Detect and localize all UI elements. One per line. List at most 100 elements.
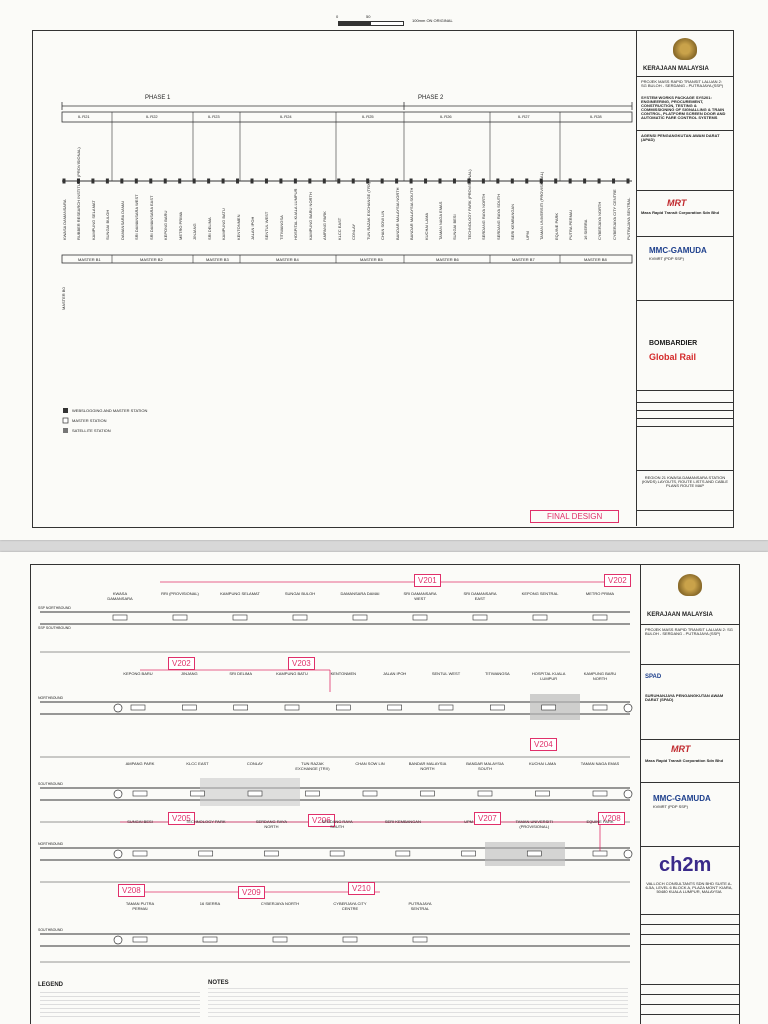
vehicle-region-label: V202 [604,574,631,587]
project-title: PROJEK MASS RAPID TRANSIT LALUAN 2: SG B… [645,627,733,636]
station-marker [583,178,587,184]
station-marker [322,178,326,184]
station-label: SRI DELIMA [206,217,212,240]
platform-marker [532,614,548,621]
station-label: KAMPUNG BARU NORTH [307,192,313,240]
station-marker [539,178,543,184]
pdp-sub: KVMRT (PDP SSP) [649,256,684,261]
drawing-frame [32,30,734,528]
platform-marker [592,614,608,621]
station-marker [337,178,341,184]
master-label: MASTER B2 [140,257,163,262]
station-marker [481,178,485,184]
station-marker [264,178,268,184]
legend-item: MASTER STATION [72,418,107,423]
master-label: MASTER B8 [584,257,607,262]
platform-marker [232,614,248,621]
platform-marker [461,850,476,857]
agency-name: SURUHANJAYA PENGANGKUTAN AWAM DARAT (SPA… [645,693,724,702]
station-marker [76,178,80,184]
station-label: UPM [524,231,530,240]
platform-marker [412,614,428,621]
station-marker [525,178,529,184]
station-label: JINJANG [192,223,198,240]
notes-text [208,988,628,1020]
owner-name: Mass Rapid Transit Corporation Sdn Bhd [641,210,720,215]
region-label: IL R25 [362,114,374,119]
platform-marker [329,850,345,857]
agency-name: AGENSI PENGANGKUTAN AWAM DARAT (APAD) [641,133,720,142]
station-label: SERDANG RAYA NORTH [481,193,487,240]
station-label: SERDANG RAYA SOUTH [495,193,501,240]
platform-marker [112,614,128,621]
malaysia-crest-icon [673,38,697,60]
platform-marker [305,790,320,797]
station-label: SENTUL WEST [431,671,461,676]
final-design-stamp: FINAL DESIGN [530,510,620,523]
station-label: HOSPITAL KUALA LUMPUR [531,671,566,681]
station-marker [626,178,630,184]
station-label: DAMANSARA DAMAI [119,201,125,240]
malaysia-crest-icon [678,574,702,596]
station-label: KLCC EAST [186,761,209,766]
phase-2-label: PHASE 2 [418,95,444,101]
vehicle-region-label: V209 [238,886,265,899]
station-label: CHAN SOW LIN [380,210,386,240]
station-marker [250,178,254,184]
station-label: KAMPUNG SELAMAT [220,591,260,596]
station-label: SERDANG RAYA NORTH [255,819,288,829]
track-label: NORTHBOUND [38,842,64,846]
platform-marker [352,614,368,621]
owner-name: Mass Rapid Transit Corporation Sdn Bhd [645,758,724,763]
platform-marker [526,850,542,857]
drawing-sheet-route-map: 0 50 100mm ON ORIGINAL [0,0,768,540]
station-marker [452,178,456,184]
platform-marker [182,704,197,711]
station-label: TUN RAZAK EXCHANGE (TRX) [295,761,330,771]
region-label: IL R24 [280,114,292,119]
region-diagram [61,102,633,433]
track-label: SOUTHBOUND [38,928,63,932]
track-label: NORTHBOUND [38,696,64,700]
region-label: IL R27 [518,114,530,119]
station-label: TAMAN PUTRA PERMAI [125,901,155,911]
scale-zero: 0 [336,14,339,19]
station-label: SERI KEMBANGAN [384,819,421,824]
scale-bar [338,21,404,26]
station-marker [554,178,558,184]
legend-entries [40,992,200,1020]
station-label: CYBERJAYA CITY CENTRE [611,189,617,240]
platform-marker [412,936,428,943]
station-marker [163,178,167,184]
platform-marker [395,850,411,857]
station-marker [192,178,196,184]
platform-marker [292,614,308,621]
platform-marker [336,704,351,711]
scale-mid: 50 [366,14,371,19]
station-label: KLCC EAST [336,217,342,240]
package-title: SYSTEM WORKS PACKAGE SYS201: ENGINEERING… [641,95,726,120]
station-label: JALAN IPOH [250,216,255,240]
station-marker [424,178,428,184]
station-label: KUCHAI LAMA [528,761,557,766]
station-label: EQUINE PARK [553,212,559,240]
station-label: METRO PRIMA [177,211,183,240]
vehicle-region-label: V203 [288,657,315,670]
station-label: METRO PRIMA [585,591,615,596]
station-label: BANDAR MALAYSIA NORTH [394,187,400,240]
legend-item: SATELLITE STATION [72,428,111,433]
station-label: SRI DELIMA [229,671,252,676]
legend-item: WEBSLOGGING AND MASTER STATION [72,408,148,413]
station-label: PUTRAJAYA SENTRAL [626,197,631,240]
station-marker [438,178,442,184]
platform-marker [190,790,205,797]
station-marker [207,178,211,184]
station-marker [510,178,514,184]
vehicle-region-label: V202 [168,657,195,670]
station-label: SUNGAI BESI [452,214,458,240]
mrt-logo-icon: MRT [671,744,691,754]
station-label: RUBBER RESEARCH INSTITUTE (PROVISIONAL) [76,147,82,240]
station-label: TAMAN UNIVERSITI (PROVISIONAL) [515,819,553,829]
master-label: MASTER B3 [206,257,229,262]
station-label: BANDAR MALAYSIA SOUTH [409,187,415,240]
